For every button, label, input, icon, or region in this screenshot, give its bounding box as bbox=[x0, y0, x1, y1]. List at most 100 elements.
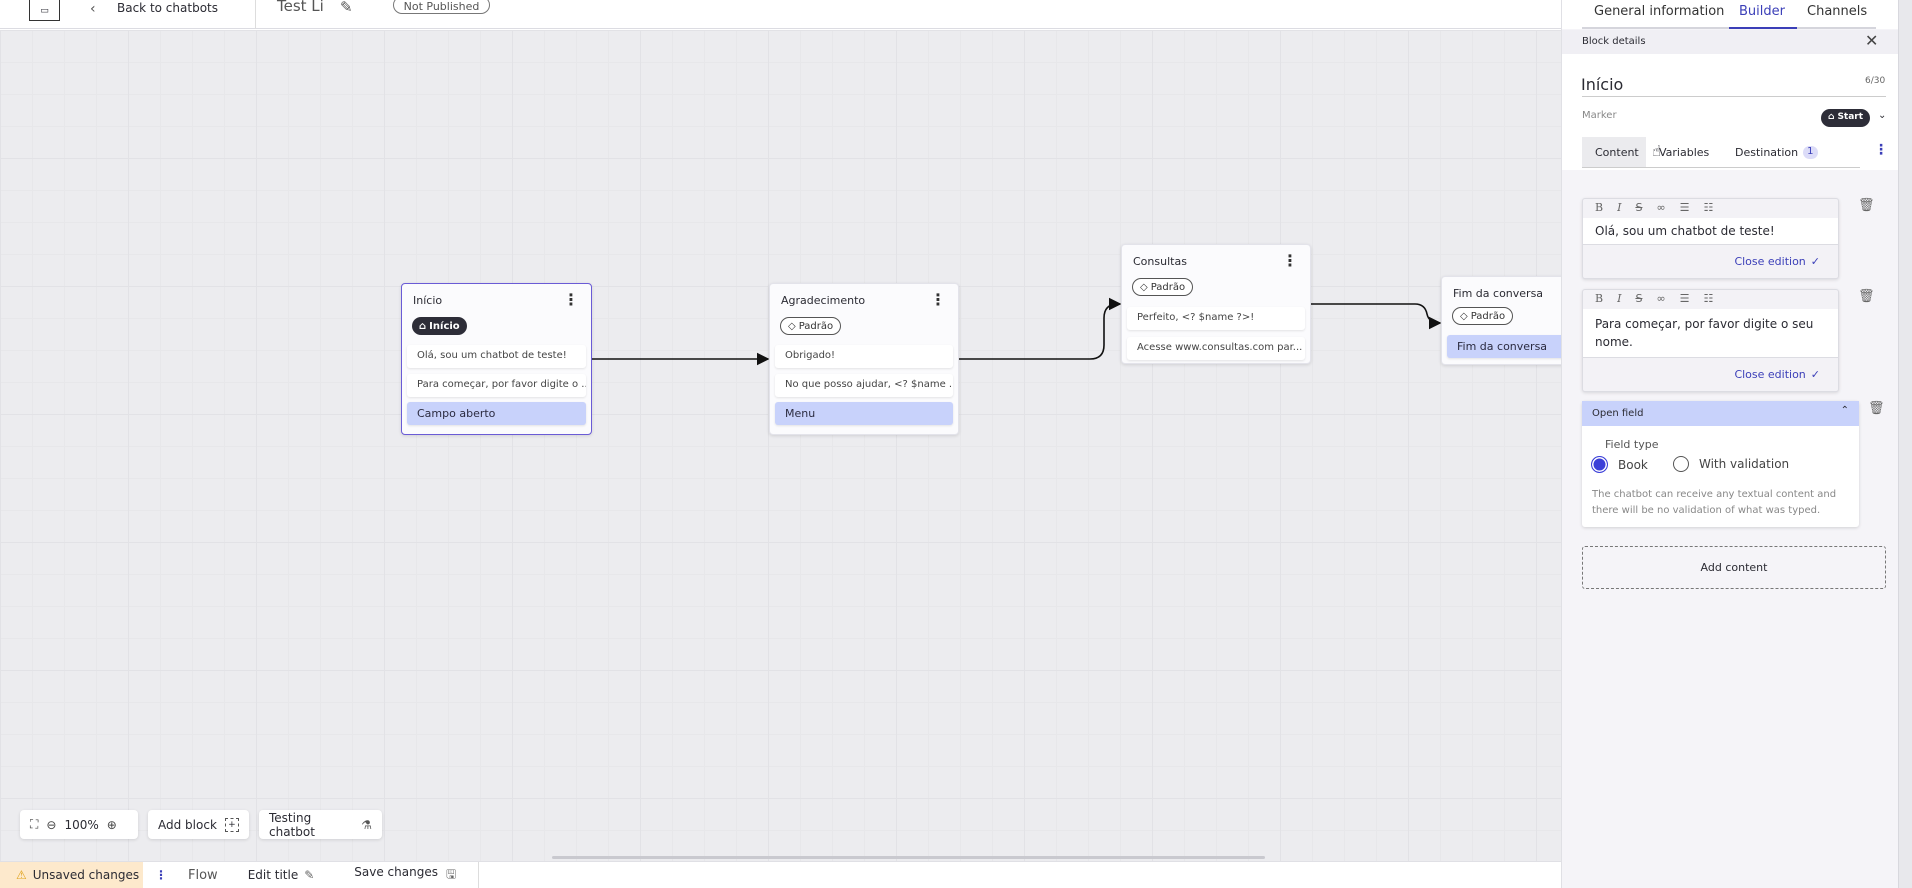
node-menu-icon[interactable]: ⋮ bbox=[1282, 251, 1298, 270]
italic-icon[interactable]: I bbox=[1617, 201, 1622, 214]
node-action-row[interactable]: Campo aberto bbox=[407, 402, 586, 425]
bullet-list-icon[interactable]: ☰ bbox=[1679, 292, 1690, 305]
bold-icon[interactable]: B bbox=[1595, 292, 1604, 305]
flow-tab[interactable]: Flow bbox=[188, 867, 218, 883]
link-icon[interactable]: ∞ bbox=[1656, 292, 1666, 305]
warning-icon: ⚠ bbox=[16, 868, 27, 882]
node-row[interactable]: No que posso ajudar, <? $name ... bbox=[775, 374, 953, 397]
node-agradecimento[interactable]: Agradecimento ⋮ ◇Padrão Obrigado! No que… bbox=[769, 283, 959, 435]
trash-icon[interactable]: 🗑 bbox=[1858, 289, 1875, 304]
field-type-label: Field type bbox=[1605, 438, 1659, 451]
node-fim-da-conversa[interactable]: Fim da conversa ◇Padrão Fim da conversa bbox=[1441, 276, 1561, 365]
add-block-icon: + bbox=[224, 817, 239, 832]
tab-builder[interactable]: Builder bbox=[1739, 4, 1785, 19]
numbered-list-icon[interactable]: ☷ bbox=[1703, 201, 1714, 214]
marker-label: Marker bbox=[1582, 110, 1617, 121]
cursor-icon: ☝ bbox=[1652, 142, 1662, 160]
node-title: Consultas bbox=[1133, 255, 1187, 268]
radio-book[interactable]: Book bbox=[1591, 456, 1648, 473]
node-action-row[interactable]: Fim da conversa bbox=[1447, 335, 1561, 358]
zoom-in-icon[interactable]: ⊕ bbox=[106, 817, 117, 832]
node-action-row[interactable]: Menu bbox=[775, 402, 953, 425]
node-title: Agradecimento bbox=[781, 294, 866, 307]
tab-content[interactable]: Content bbox=[1582, 137, 1646, 167]
testing-chatbot-button[interactable]: Testing chatbot ⚗ bbox=[259, 810, 382, 839]
node-tag: ◇Padrão bbox=[1452, 307, 1514, 325]
save-changes-button[interactable]: Save changes🖫 bbox=[354, 865, 456, 886]
strikethrough-icon[interactable]: S bbox=[1635, 292, 1643, 305]
chevron-up-icon[interactable]: ⌃ bbox=[1840, 405, 1849, 416]
check-icon: ✓ bbox=[1810, 255, 1820, 268]
editor-text[interactable]: Olá, sou um chatbot de teste! bbox=[1583, 218, 1838, 245]
tab-variables[interactable]: Variables bbox=[1659, 146, 1710, 159]
node-title: Início bbox=[413, 294, 443, 307]
char-count: 6/30 bbox=[1865, 76, 1886, 86]
radio-selected-icon bbox=[1591, 456, 1608, 473]
fit-screen-icon[interactable]: ⛶ bbox=[30, 817, 39, 831]
field-type-description: The chatbot can receive any textual cont… bbox=[1592, 489, 1837, 516]
close-icon[interactable]: ✕ bbox=[1865, 31, 1879, 50]
trash-icon[interactable]: 🗑 bbox=[1868, 401, 1885, 416]
home-icon: ⌂ bbox=[419, 320, 427, 332]
italic-icon[interactable]: I bbox=[1617, 292, 1622, 305]
destination-count-badge: 1 bbox=[1803, 146, 1818, 159]
radio-with-validation[interactable]: With validation bbox=[1673, 456, 1789, 472]
edge-agradecimento-consultas bbox=[959, 297, 1122, 360]
unsaved-changes-status: ⚠ Unsaved changes bbox=[0, 862, 143, 888]
horizontal-scrollbar[interactable] bbox=[552, 856, 1265, 859]
flask-icon: ⚗ bbox=[361, 817, 372, 832]
tab-general-information[interactable]: General information bbox=[1594, 4, 1725, 19]
edit-title-button[interactable]: Edit title✎ bbox=[247, 868, 315, 882]
more-options-icon[interactable]: ⋮ bbox=[155, 868, 167, 882]
back-chevron-icon[interactable]: ‹ bbox=[90, 1, 96, 17]
tag-icon: ◇ bbox=[1140, 281, 1148, 293]
marker-select[interactable]: ⌂Start bbox=[1821, 109, 1871, 127]
open-field-header[interactable]: Open field ⌃ bbox=[1582, 401, 1859, 426]
node-inicio[interactable]: Início ⋮ ⌂Início Olá, sou um chatbot de … bbox=[401, 283, 592, 435]
close-edition-button[interactable]: Close edition✓ bbox=[1734, 368, 1820, 381]
more-options-icon[interactable]: ⋮ bbox=[1874, 142, 1888, 158]
open-field-card: Open field ⌃ Field type Book With valida… bbox=[1582, 401, 1859, 527]
connections bbox=[592, 297, 1442, 366]
radio-unselected-icon bbox=[1673, 456, 1689, 472]
block-name-input[interactable]: Início bbox=[1581, 75, 1624, 94]
node-row[interactable]: Obrigado! bbox=[775, 345, 953, 368]
node-row[interactable]: Acesse www.consultas.com par... bbox=[1127, 337, 1305, 360]
editor-text[interactable]: Para começar, por favor digite o seu nom… bbox=[1583, 309, 1838, 358]
node-row[interactable]: Olá, sou um chatbot de teste! bbox=[407, 345, 586, 368]
panel-scrollbar[interactable] bbox=[1898, 0, 1912, 888]
node-menu-icon[interactable]: ⋮ bbox=[563, 290, 579, 309]
app-logo[interactable]: ▭ bbox=[29, 0, 60, 21]
edit-title-pencil-icon[interactable]: ✎ bbox=[340, 0, 353, 16]
bottom-bar: ⚠ Unsaved changes ⋮ Flow Edit title✎ Sav… bbox=[0, 861, 1561, 888]
node-row[interactable]: Para começar, por favor digite o ... bbox=[407, 374, 586, 397]
bold-icon[interactable]: B bbox=[1595, 201, 1604, 214]
bullet-list-icon[interactable]: ☰ bbox=[1679, 201, 1690, 214]
add-block-button[interactable]: Add block + bbox=[148, 810, 249, 839]
back-to-chatbots-link[interactable]: Back to chatbots bbox=[117, 1, 218, 15]
link-icon[interactable]: ∞ bbox=[1656, 201, 1666, 214]
zoom-level: 100% bbox=[64, 817, 99, 832]
node-row[interactable]: Perfeito, <? $name ?>! bbox=[1127, 307, 1305, 330]
trash-icon[interactable]: 🗑 bbox=[1858, 198, 1875, 213]
status-badge: Not Published bbox=[393, 0, 490, 14]
flow-canvas[interactable]: Início ⋮ ⌂Início Olá, sou um chatbot de … bbox=[0, 30, 1561, 861]
tab-channels[interactable]: Channels bbox=[1807, 4, 1868, 19]
panel-header: Block details ✕ bbox=[1562, 30, 1899, 54]
tag-icon: ◇ bbox=[1460, 310, 1468, 322]
chevron-down-icon[interactable]: ⌄ bbox=[1878, 110, 1887, 121]
pencil-icon: ✎ bbox=[304, 868, 315, 882]
add-content-button[interactable]: Add content bbox=[1582, 546, 1886, 589]
save-icon: 🖫 bbox=[445, 866, 457, 881]
close-edition-button[interactable]: Close edition✓ bbox=[1734, 255, 1820, 268]
node-consultas[interactable]: Consultas ⋮ ◇Padrão Perfeito, <? $name ?… bbox=[1121, 244, 1311, 364]
node-menu-icon[interactable]: ⋮ bbox=[930, 290, 946, 309]
numbered-list-icon[interactable]: ☷ bbox=[1703, 292, 1714, 305]
zoom-out-icon[interactable]: ⊖ bbox=[46, 817, 57, 832]
strikethrough-icon[interactable]: S bbox=[1635, 201, 1643, 214]
